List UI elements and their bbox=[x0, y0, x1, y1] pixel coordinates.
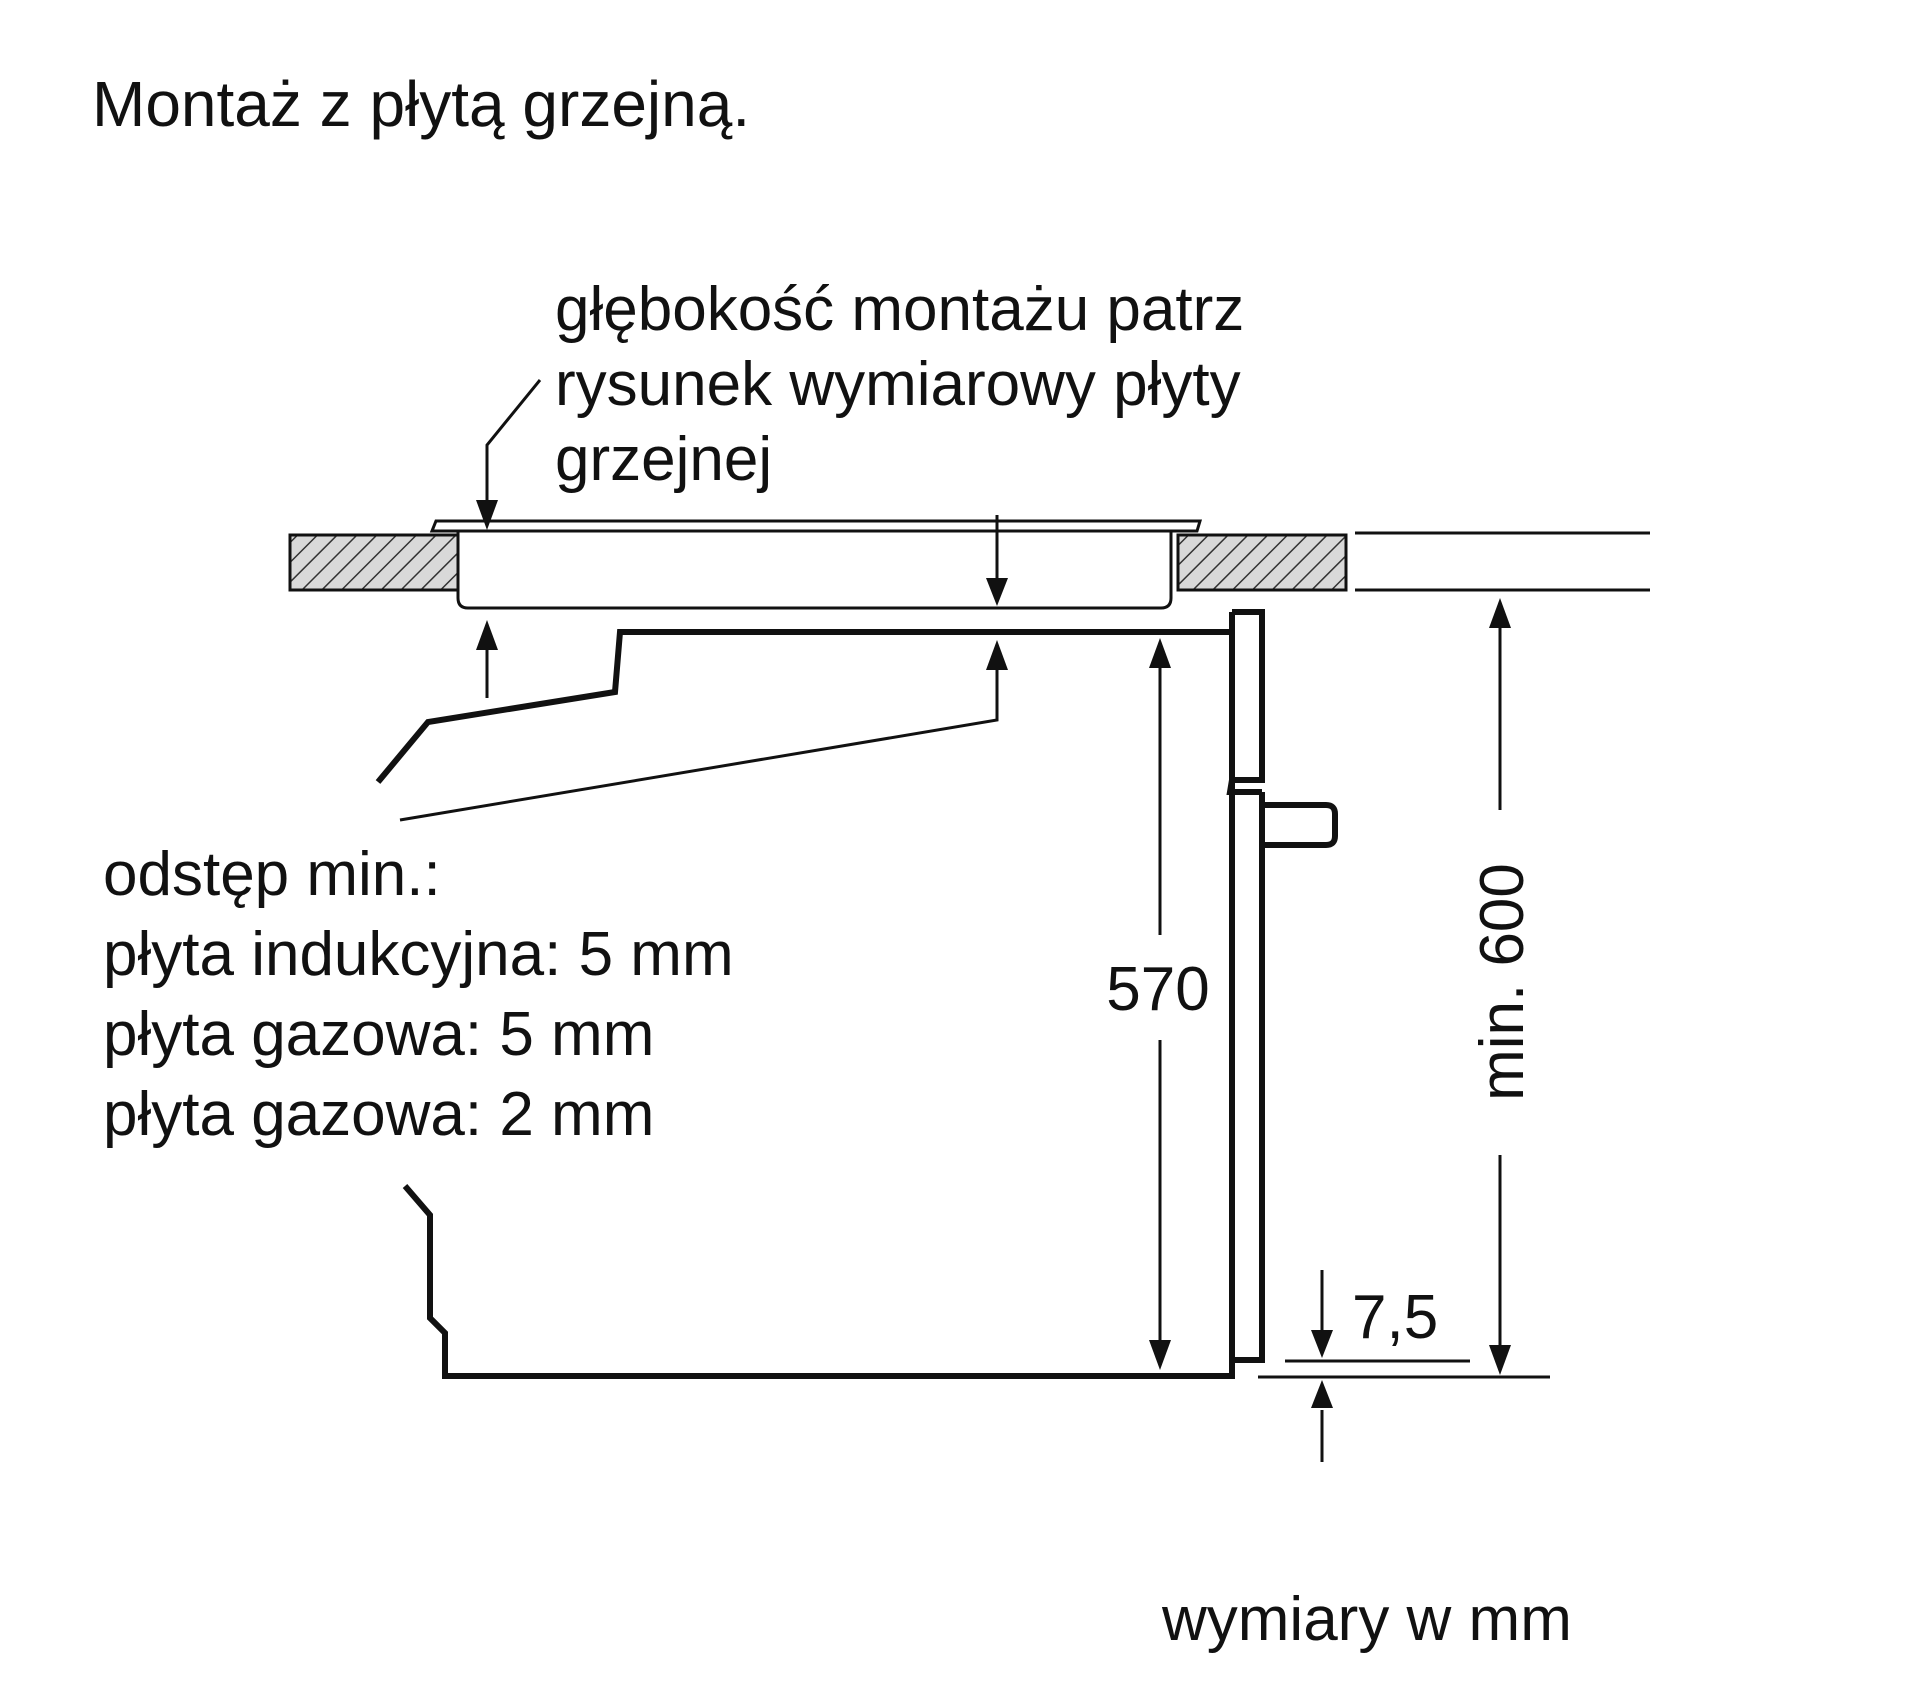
oven-top-outline bbox=[375, 629, 1235, 784]
clearance-note-line-2: płyta indukcyjna: 5 mm bbox=[103, 920, 734, 989]
hob-depth-note: głębokość montażu patrz rysunek wymiarow… bbox=[555, 275, 1244, 494]
worktop bbox=[288, 531, 1650, 592]
clearance-note-line-4: płyta gazowa: 2 mm bbox=[103, 1080, 654, 1149]
units-note: wymiary w mm bbox=[1161, 1585, 1572, 1654]
hob-rim bbox=[429, 519, 1203, 533]
hob-note-line-3: grzejnej bbox=[555, 425, 772, 494]
hob-note-leader bbox=[476, 379, 542, 530]
clearance-note-line-3: płyta gazowa: 5 mm bbox=[103, 1000, 654, 1069]
hob-body bbox=[456, 531, 1173, 610]
hob-note-line-2: rysunek wymiarowy płyty bbox=[555, 350, 1241, 419]
clearance-note: odstęp min.: płyta indukcyjna: 5 mm płyt… bbox=[103, 840, 734, 1149]
hob bbox=[429, 519, 1203, 610]
niche-height-label: min. 600 bbox=[1468, 863, 1537, 1101]
hob-bottom-arrow bbox=[986, 515, 1008, 606]
worktop-right-section bbox=[1176, 533, 1348, 592]
clearance-arrow-left bbox=[476, 620, 498, 698]
offset-label: 7,5 bbox=[1352, 1283, 1438, 1352]
page-title: Montaż z płytą grzejną. bbox=[92, 68, 750, 140]
oven-door-gap bbox=[1226, 779, 1262, 795]
oven-height-dimension: 570 bbox=[1106, 638, 1210, 1370]
oven-bottom-outline bbox=[402, 1184, 1235, 1379]
clearance-note-line-1: odstęp min.: bbox=[103, 840, 441, 909]
oven-knob bbox=[1262, 802, 1338, 848]
oven-door-top bbox=[1232, 609, 1265, 783]
hob-note-line-1: głębokość montażu patrz bbox=[555, 275, 1244, 344]
niche-height-dimension: min. 600 bbox=[1468, 598, 1537, 1375]
oven bbox=[375, 609, 1338, 1379]
clearance-arrow-center bbox=[399, 640, 1008, 822]
offset-dimension: 7,5 bbox=[1258, 1270, 1550, 1462]
oven-height-label: 570 bbox=[1106, 955, 1209, 1024]
oven-door bbox=[1232, 792, 1265, 1363]
worktop-left-section bbox=[288, 533, 460, 592]
